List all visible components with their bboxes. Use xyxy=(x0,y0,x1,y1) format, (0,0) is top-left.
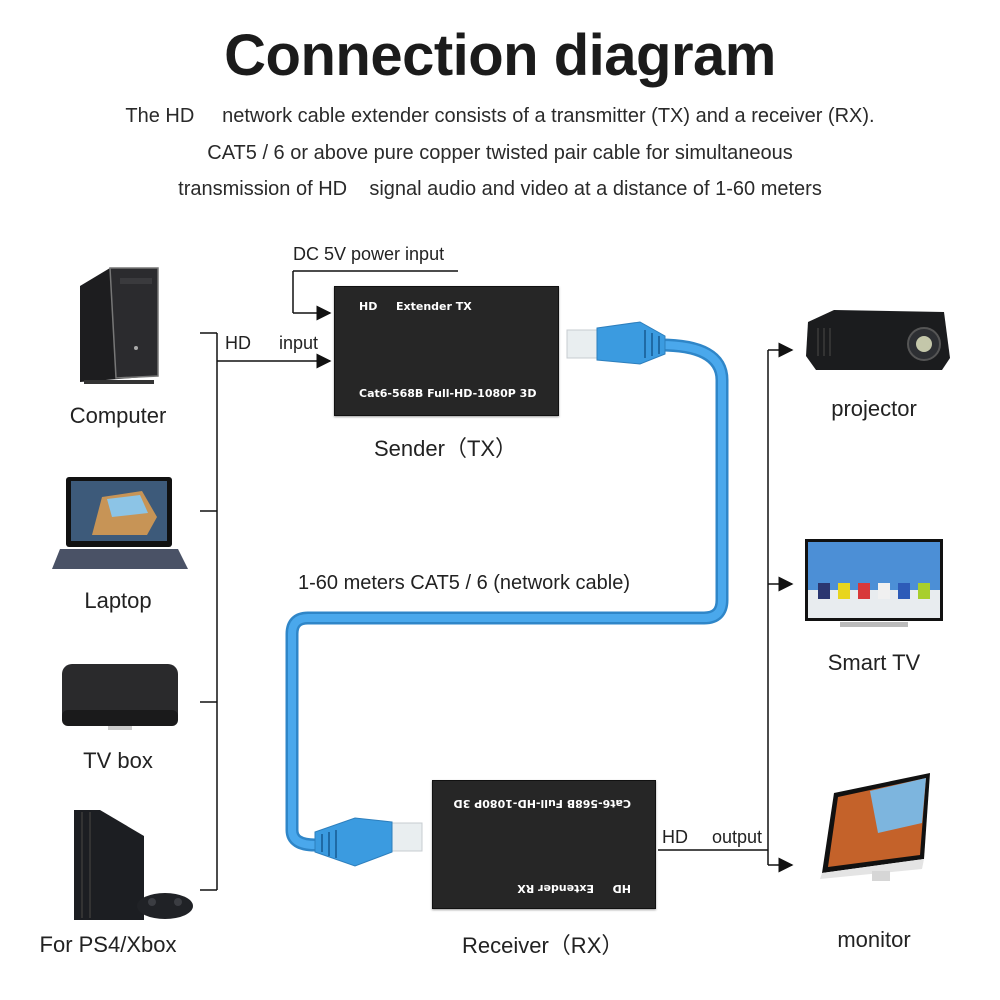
hd-output-label-hd: HD xyxy=(662,827,688,847)
desktop-tower-icon xyxy=(80,267,159,384)
laptop-icon xyxy=(52,477,188,569)
source-label-laptop: Laptop xyxy=(84,588,152,613)
game-console-icon xyxy=(74,810,193,920)
source-label-computer: Computer xyxy=(69,403,167,428)
description-line-2: CAT5 / 6 or above pure copper twisted pa… xyxy=(207,142,793,164)
receiver-spec: Cat6-568B Full-HD-1080P 3D xyxy=(453,797,631,810)
diagram-title: Connection diagram xyxy=(224,23,776,88)
sink-bus xyxy=(658,342,794,873)
hd-input-label: input xyxy=(279,333,319,353)
power-line xyxy=(292,270,458,321)
description-line-3: transmission of HD signal audio and vide… xyxy=(178,178,822,200)
receiver-brand: HD xyxy=(612,882,631,895)
power-input-label: DC 5V power input xyxy=(293,244,445,264)
sender-spec: Cat6-568B Full-HD-1080P 3D xyxy=(359,387,537,400)
receiver-caption: Receiver（RX） xyxy=(462,933,624,958)
hd-input-label-hd: HD xyxy=(225,333,251,353)
source-bus xyxy=(200,332,332,891)
receiver-model: Extender RX xyxy=(517,882,594,895)
smart-tv-icon xyxy=(805,539,943,627)
rj45-connector-top xyxy=(566,321,666,365)
tv-box-icon xyxy=(62,664,178,730)
sender-caption: Sender（TX） xyxy=(374,436,518,461)
projector-icon xyxy=(806,310,950,370)
rj45-connector-bottom xyxy=(314,817,423,867)
sink-label-smart-tv: Smart TV xyxy=(827,650,921,675)
hd-output-label: output xyxy=(712,827,763,847)
monitor-icon xyxy=(820,773,930,881)
source-label-tv-box: TV box xyxy=(83,748,153,773)
network-cable xyxy=(285,338,729,852)
sink-label-monitor: monitor xyxy=(837,927,911,952)
sink-label-projector: projector xyxy=(831,396,917,421)
cable-label: 1-60 meters CAT5 / 6 (network cable) xyxy=(298,572,630,594)
source-label-console: For PS4/Xbox xyxy=(39,932,177,957)
sender-tx-box: HD Extender TX Cat6-568B Full-HD-1080P 3… xyxy=(334,286,559,416)
receiver-rx-box: HD Extender RX Cat6-568B Full-HD-1080P 3… xyxy=(432,780,656,909)
sender-model: Extender TX xyxy=(396,300,472,313)
sender-brand: HD xyxy=(359,300,378,313)
description-line-1: The HD network cable extender consists o… xyxy=(125,105,875,127)
